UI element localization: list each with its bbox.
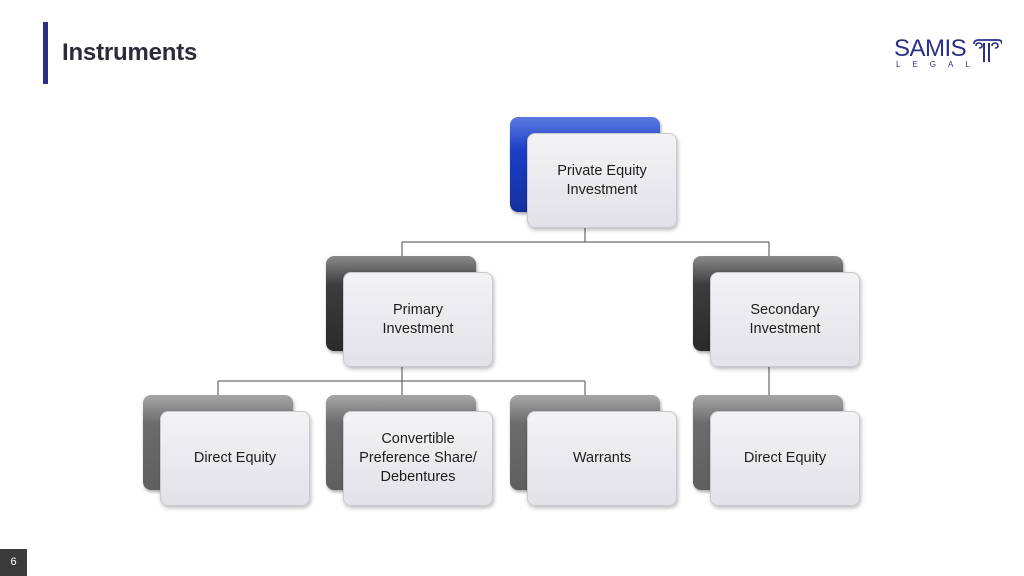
node-label-line: Preference Share/ (359, 450, 477, 466)
node-label-box: Primary Investment (343, 272, 493, 367)
company-logo: SAMIS LEGAL (894, 36, 1006, 70)
node-label-box: Convertible Preference Share/ Debentures (343, 411, 493, 506)
node-convertible-preference-share: Convertible Preference Share/ Debentures (326, 395, 494, 507)
node-label-box: Private Equity Investment (527, 133, 677, 228)
page-number: 6 (0, 549, 27, 576)
node-label-line: Investment (566, 181, 638, 198)
node-primary-investment: Primary Investment (326, 256, 494, 368)
node-label-box: Direct Equity (160, 411, 310, 506)
title-accent-bar (43, 22, 48, 84)
node-label-line: Debentures (380, 469, 456, 485)
node-direct-equity-primary: Direct Equity (143, 395, 311, 507)
node-label-box: Direct Equity (710, 411, 860, 506)
node-label-box: Secondary Investment (710, 272, 860, 367)
node-secondary-investment: Secondary Investment (693, 256, 861, 368)
node-direct-equity-secondary: Direct Equity (693, 395, 861, 507)
logo-tagline: LEGAL (896, 60, 982, 69)
node-label-line: Convertible (381, 431, 455, 447)
logo-wordmark: SAMIS (894, 35, 967, 62)
node-warrants: Warrants (510, 395, 678, 507)
node-label-line: Secondary (750, 301, 820, 318)
node-label-line: Private Equity (557, 162, 647, 179)
node-private-equity-investment: Private Equity Investment (510, 117, 678, 229)
node-label-line: Warrants (572, 450, 632, 466)
node-label-box: Warrants (527, 411, 677, 506)
node-label-line: Direct Equity (193, 450, 277, 466)
node-label-line: Direct Equity (743, 450, 827, 466)
page-title: Instruments (62, 39, 198, 66)
node-label-line: Primary (393, 301, 443, 318)
node-label-line: Investment (749, 320, 821, 337)
pillar-logo-icon (973, 39, 1002, 62)
node-label-line: Investment (382, 320, 454, 337)
